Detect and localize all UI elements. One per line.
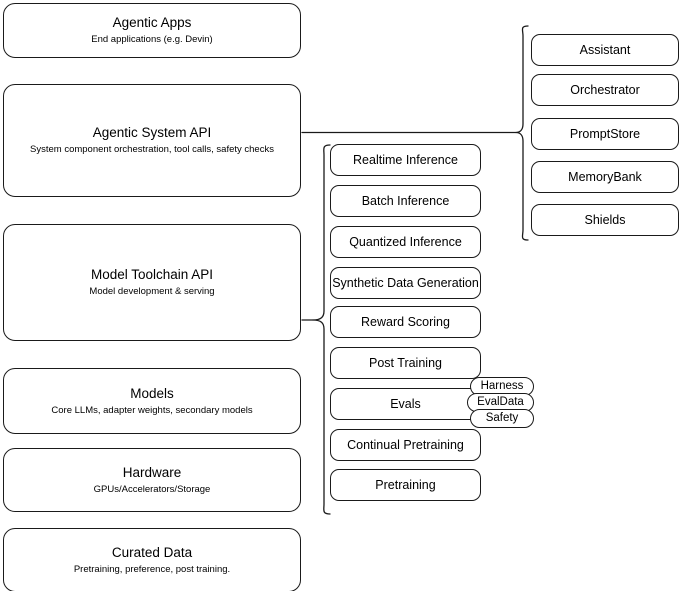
toolchain-component-synthetic-data-generation[interactable]: Synthetic Data Generation bbox=[330, 267, 481, 299]
toolchain-component-reward-scoring[interactable]: Reward Scoring bbox=[330, 306, 481, 338]
layer-models[interactable]: Models Core LLMs, adapter weights, secon… bbox=[3, 368, 301, 434]
brace-toolchain-components bbox=[312, 144, 331, 515]
layer-title: Model Toolchain API bbox=[90, 267, 214, 282]
system-component-assistant[interactable]: Assistant bbox=[531, 34, 679, 66]
layer-subtitle: Model development & serving bbox=[89, 286, 215, 297]
eval-pill-safety[interactable]: Safety bbox=[470, 409, 534, 428]
system-component-memorybank[interactable]: MemoryBank bbox=[531, 161, 679, 193]
system-component-shields[interactable]: Shields bbox=[531, 204, 679, 236]
toolchain-component-continual-pretraining[interactable]: Continual Pretraining bbox=[330, 429, 481, 461]
component-label: Synthetic Data Generation bbox=[332, 275, 479, 290]
layer-agentic-apps[interactable]: Agentic Apps End applications (e.g. Devi… bbox=[3, 3, 301, 58]
system-component-promptstore[interactable]: PromptStore bbox=[531, 118, 679, 150]
toolchain-component-pretraining[interactable]: Pretraining bbox=[330, 469, 481, 501]
layer-title: Curated Data bbox=[111, 544, 193, 560]
toolchain-component-post-training[interactable]: Post Training bbox=[330, 347, 481, 379]
pill-label: Harness bbox=[480, 380, 524, 392]
layer-title: Agentic Apps bbox=[112, 15, 192, 30]
toolchain-component-evals[interactable]: Evals bbox=[330, 388, 481, 420]
component-label: MemoryBank bbox=[568, 169, 642, 184]
layer-subtitle: GPUs/Accelerators/Storage bbox=[93, 483, 211, 495]
toolchain-component-realtime-inference[interactable]: Realtime Inference bbox=[330, 144, 481, 176]
layer-subtitle: Core LLMs, adapter weights, secondary mo… bbox=[51, 404, 253, 416]
component-label: Assistant bbox=[579, 42, 631, 57]
component-label: Realtime Inference bbox=[353, 152, 458, 167]
system-component-orchestrator[interactable]: Orchestrator bbox=[531, 74, 679, 106]
layer-subtitle: End applications (e.g. Devin) bbox=[91, 34, 213, 45]
pill-label: EvalData bbox=[477, 396, 524, 408]
toolchain-component-batch-inference[interactable]: Batch Inference bbox=[330, 185, 481, 217]
component-label: Reward Scoring bbox=[361, 314, 450, 329]
component-label: Continual Pretraining bbox=[347, 437, 464, 452]
component-label: Pretraining bbox=[375, 477, 436, 492]
component-label: Quantized Inference bbox=[349, 234, 462, 249]
component-label: Orchestrator bbox=[570, 82, 640, 97]
layer-title: Hardware bbox=[122, 464, 182, 480]
layer-curated-data[interactable]: Curated Data Pretraining, preference, po… bbox=[3, 528, 301, 591]
layer-title: Agentic System API bbox=[92, 125, 212, 140]
toolchain-component-quantized-inference[interactable]: Quantized Inference bbox=[330, 226, 481, 258]
pill-label: Safety bbox=[485, 412, 519, 424]
brace-system-components bbox=[515, 25, 529, 241]
layer-title: Models bbox=[130, 385, 174, 401]
layer-subtitle: System component orchestration, tool cal… bbox=[30, 144, 274, 155]
component-label: Post Training bbox=[369, 355, 442, 370]
layer-model-toolchain-api[interactable]: Model Toolchain API Model development & … bbox=[3, 224, 301, 341]
component-label: PromptStore bbox=[569, 126, 641, 141]
layer-agentic-system-api[interactable]: Agentic System API System component orch… bbox=[3, 84, 301, 197]
component-label: Evals bbox=[390, 396, 421, 411]
component-label: Batch Inference bbox=[361, 193, 450, 208]
layer-hardware[interactable]: Hardware GPUs/Accelerators/Storage bbox=[3, 448, 301, 512]
layer-subtitle: Pretraining, preference, post training. bbox=[73, 563, 231, 575]
component-label: Shields bbox=[584, 212, 626, 227]
